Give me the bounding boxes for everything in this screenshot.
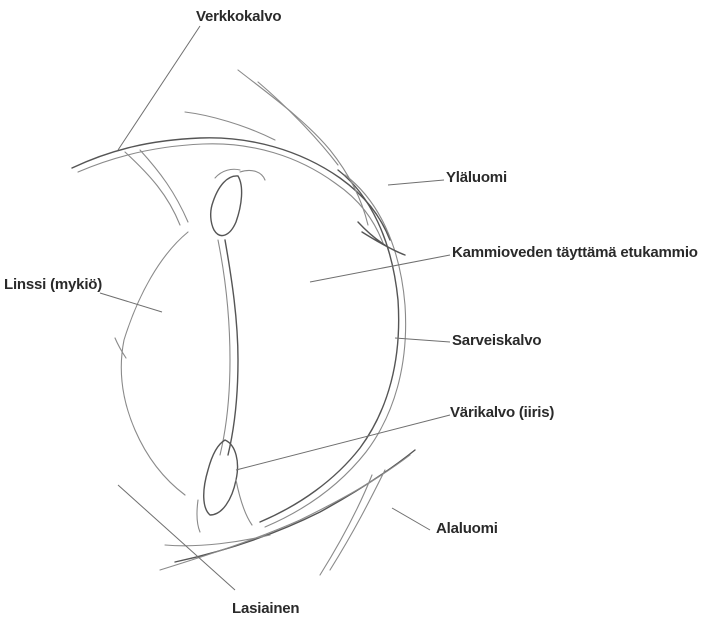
lens-shape: [115, 232, 238, 495]
leader-vitreous: [118, 485, 235, 590]
lower-eyelid-shape: [160, 450, 415, 575]
leader-lower-eyelid: [392, 508, 430, 530]
label-upper-eyelid: Yläluomi: [446, 169, 507, 186]
label-anterior-chamber: Kammioveden täyttämä etukammio: [452, 244, 698, 261]
leader-iris: [236, 415, 450, 470]
leader-anterior-chamber: [310, 255, 450, 282]
leader-upper-eyelid: [388, 180, 444, 185]
label-cornea: Sarveiskalvo: [452, 332, 541, 349]
label-iris: Värikalvo (iiris): [450, 404, 554, 421]
label-lower-eyelid: Alaluomi: [436, 520, 498, 537]
upper-eyelid-shape: [185, 70, 405, 255]
leader-lens: [100, 293, 162, 312]
retina-sclera-upper: [72, 138, 390, 243]
leader-retina: [118, 26, 200, 150]
leader-lines: [100, 26, 450, 590]
leader-cornea: [395, 338, 450, 342]
label-vitreous: Lasiainen: [232, 600, 299, 617]
label-lens: Linssi (mykiö): [4, 276, 102, 293]
ciliary-body-upper: [211, 169, 265, 235]
label-retina: Verkkokalvo: [196, 8, 281, 25]
ciliary-body-lower: [197, 440, 252, 532]
